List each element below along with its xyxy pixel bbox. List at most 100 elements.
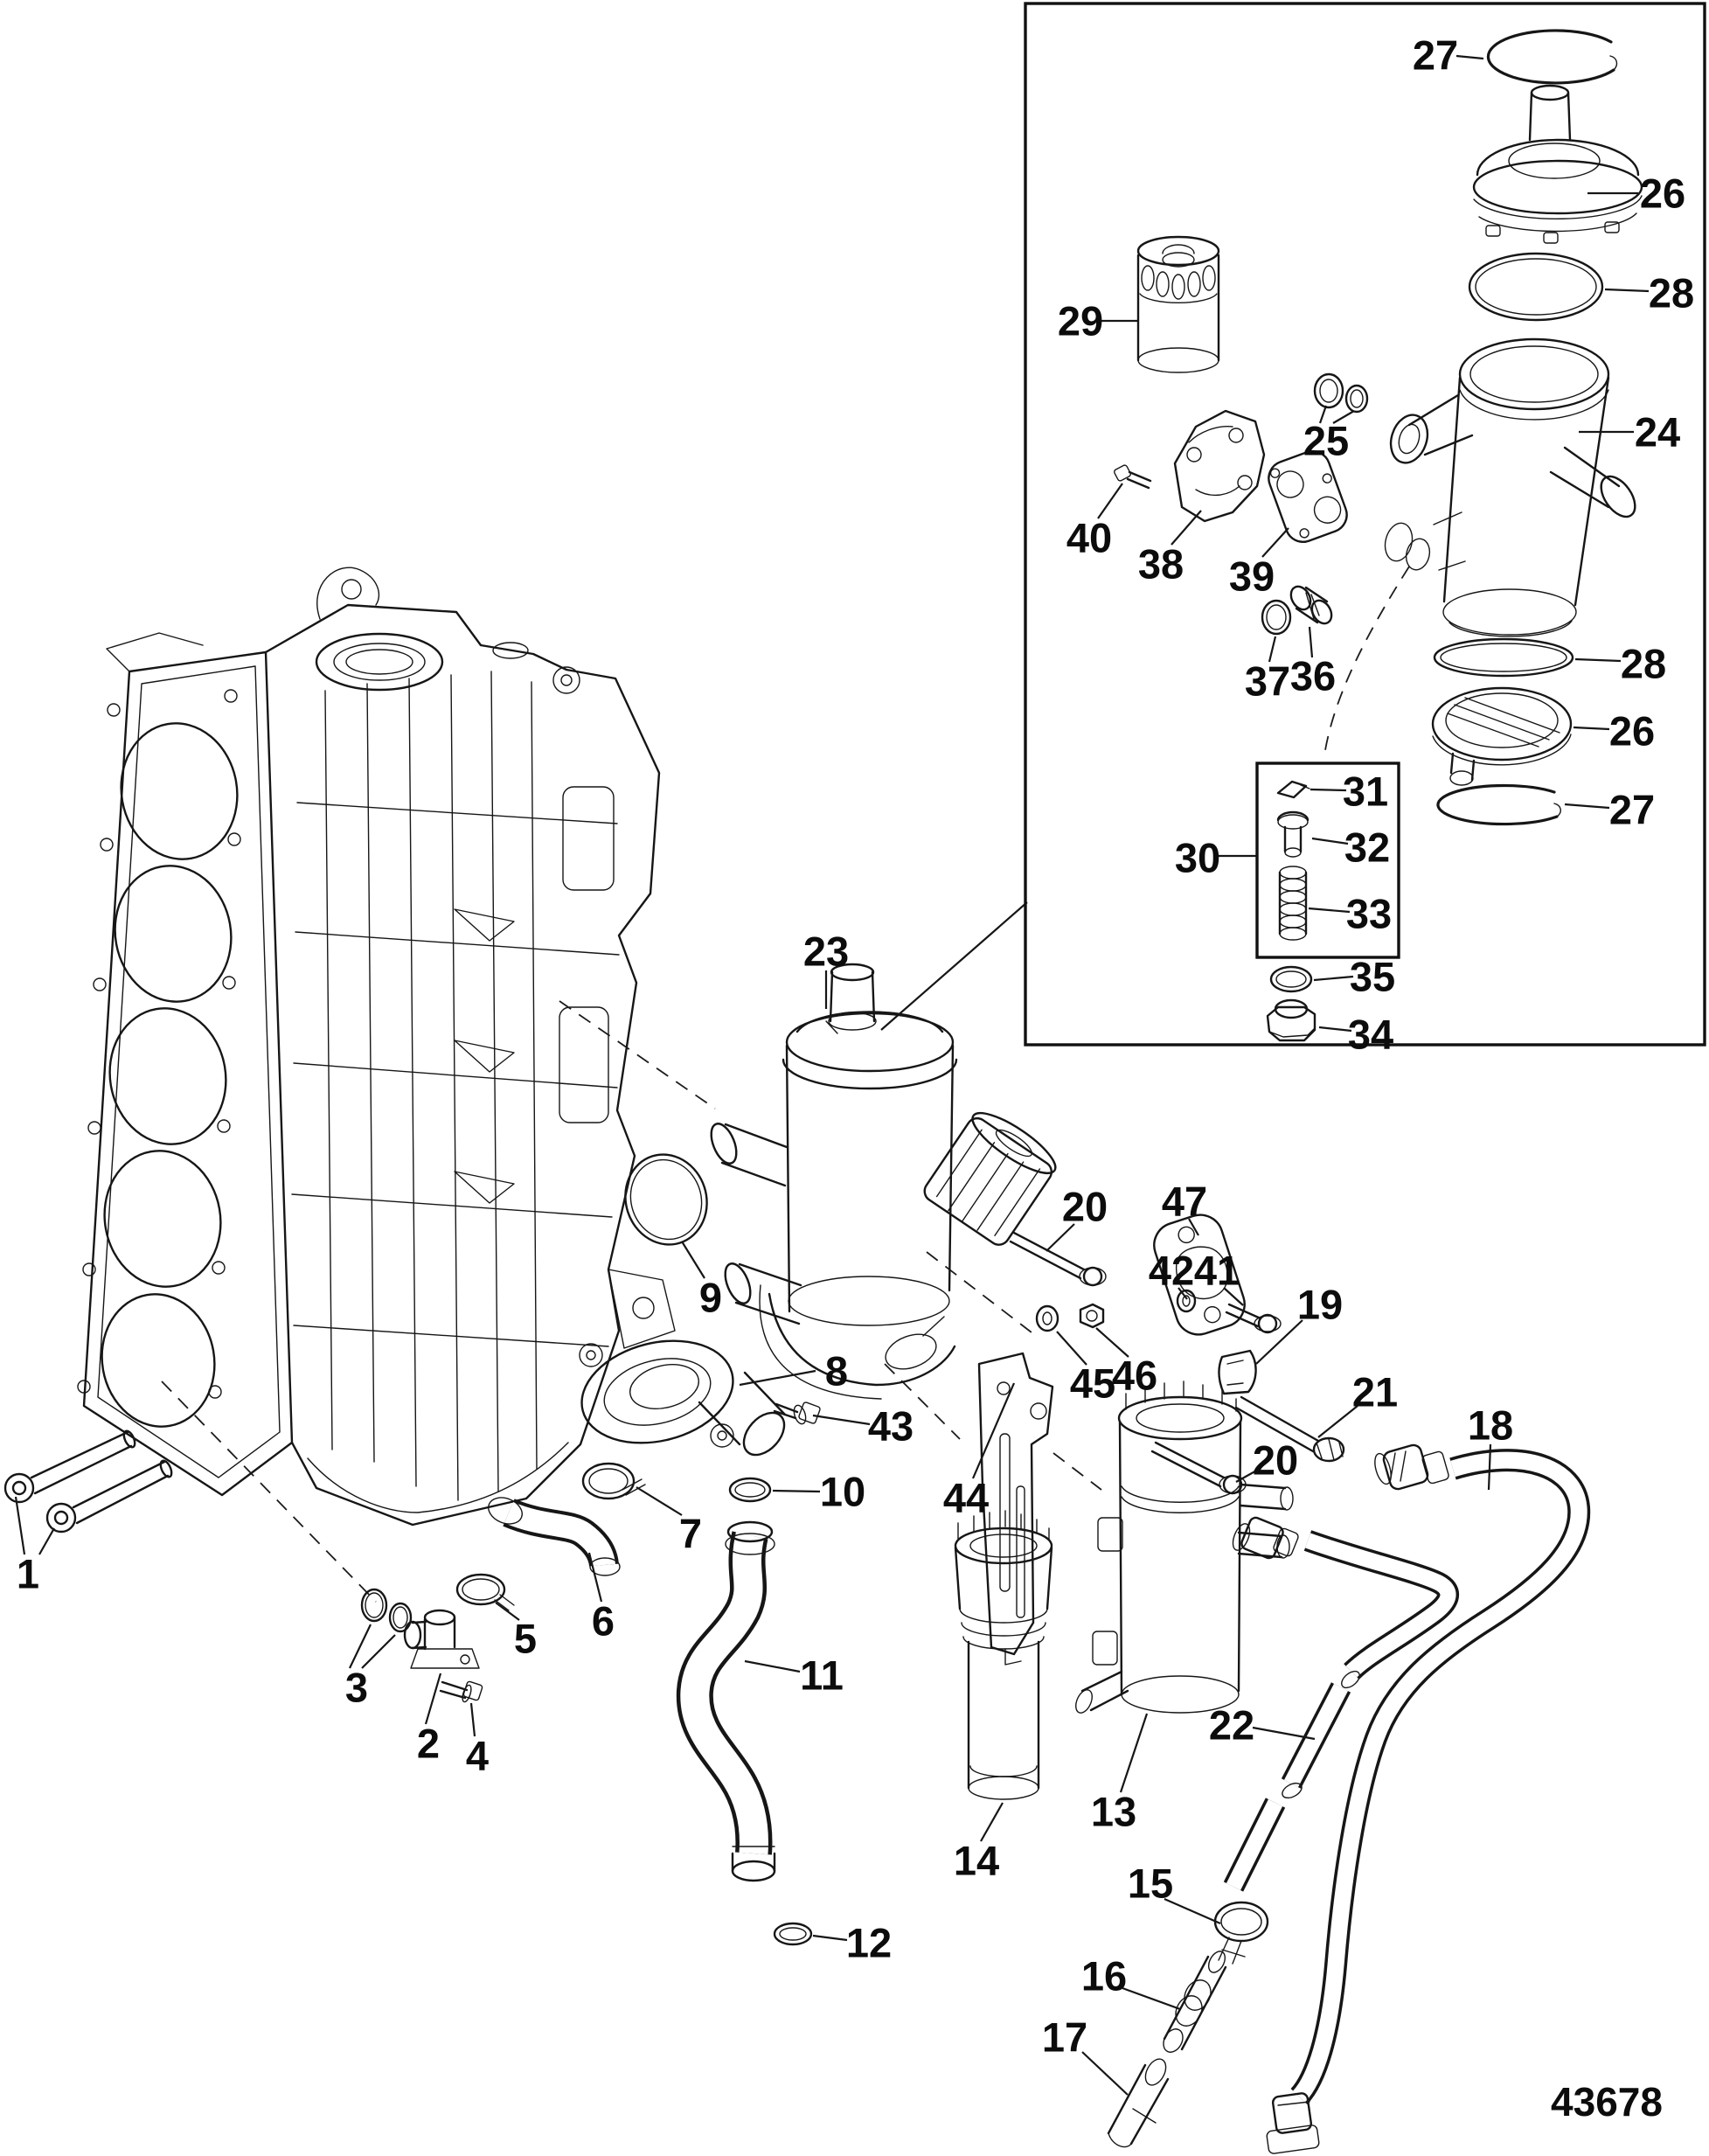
s-hose-drawing [676,1520,776,1882]
callout-4: 4 [466,1733,489,1779]
snap-ring-lower [1436,783,1559,826]
leader-line-4 [469,1702,476,1737]
callout-30: 30 [1175,835,1220,881]
callout-41: 41 [1194,1248,1240,1294]
leader-line-25 [1318,405,1328,424]
callout-17: 17 [1042,2014,1087,2061]
seal-ring-drawing [1261,599,1292,636]
callout-42: 42 [1149,1248,1194,1294]
relief-valve-box [1255,762,1400,959]
o-ring-upper [1468,252,1604,322]
drain-plug-drawing [1266,998,1316,1042]
callout-40: 40 [1066,515,1112,561]
callout-20-upper: 20 [1062,1184,1108,1230]
leader-line-32 [1311,837,1349,845]
filter-adapter-drawing [1173,409,1266,523]
callout-1: 1 [17,1551,39,1597]
mounting-bolts-drawing [3,1429,173,1534]
callout-32: 32 [1344,824,1390,871]
leader-line-15 [1164,1897,1221,1925]
leader-line-12 [812,1934,848,1942]
leader-line-8 [739,1369,816,1387]
drain-fitting-drawing [360,1573,515,1703]
callout-25: 25 [1303,418,1349,464]
fuel-hose-drawing [1266,1443,1591,2154]
leader-line-2 [424,1673,442,1725]
callout-6: 6 [592,1598,615,1645]
oil-filter-drawing [1136,235,1220,373]
callout-28-upper: 28 [1649,270,1694,316]
callout-33: 33 [1346,891,1392,937]
leader-line-28-upper [1604,288,1650,293]
callout-27-upper: 27 [1413,32,1458,79]
oil-cooler-assembly-drawing [710,963,1057,1400]
callout-26-lower: 26 [1609,708,1655,755]
leader-line-14 [980,1802,1004,1842]
callout-13: 13 [1091,1789,1136,1835]
callout-12: 12 [846,1920,892,1966]
leader-line-13 [1119,1713,1149,1793]
callout-38: 38 [1138,541,1184,588]
mounting-bracket-drawing [977,1352,1054,1666]
leader-line-31 [1310,788,1347,792]
callout-15: 15 [1128,1860,1173,1907]
leader-line-11 [744,1659,801,1673]
leader-line-38 [1171,510,1202,546]
leader-line-41 [1223,1287,1244,1306]
leader-line-16 [1122,1986,1181,2011]
callout-36: 36 [1290,653,1336,699]
leader-line-43 [812,1414,871,1426]
callout-39: 39 [1229,553,1275,600]
adapter-gasket-drawing [1268,450,1348,543]
callout-43: 43 [868,1403,914,1450]
leader-line-25 [1332,410,1355,424]
callout-31: 31 [1343,769,1388,815]
leader-line-44 [971,1382,1016,1479]
construction-lines [161,566,1410,1603]
leader-line-22 [1252,1726,1316,1741]
callout-5: 5 [514,1616,537,1662]
leader-line-19 [1255,1319,1303,1365]
leader-line-40 [1097,483,1123,519]
breather-cover-upper [1472,84,1643,244]
leader-line-6 [587,1552,603,1603]
callout-29: 29 [1058,298,1103,344]
callout-37: 37 [1245,658,1290,705]
figure-number: 43678 [1551,2079,1663,2125]
leader-line-45 [1056,1331,1087,1366]
callout-16: 16 [1081,1953,1127,2000]
callout-28-lower: 28 [1621,641,1666,687]
leader-line-3 [349,1624,372,1669]
callout-27-lower: 27 [1609,787,1655,833]
callout-21: 21 [1352,1369,1398,1415]
small-bolt-drawing [1114,464,1152,490]
vent-hose-drawing [1107,1516,1459,2148]
reservoir-canister-drawing [1075,1381,1294,1714]
leader-line-20-lower [1235,1468,1261,1483]
leader-line-34 [1318,1026,1352,1033]
callout-19: 19 [1297,1282,1343,1328]
leader-line-47 [1188,1218,1199,1236]
leader-line-26-lower [1573,726,1610,731]
leader-line-46 [1095,1327,1129,1358]
callout-44: 44 [943,1475,989,1521]
leader-line-42 [1178,1287,1188,1300]
callout-46: 46 [1112,1353,1157,1399]
leader-line-27-lower [1564,803,1610,810]
leader-line-17 [1081,2051,1129,2096]
cooler-canister-drawing [1384,337,1636,637]
water-hose-drawing [488,1462,646,1576]
leader-line-28-lower [1574,657,1622,663]
leader-line-35 [1313,975,1354,982]
callout-20-lower: 20 [1253,1437,1298,1484]
inset-detail-box [1024,2,1706,1047]
callout-14: 14 [954,1838,999,1884]
leader-line-33 [1308,907,1351,914]
callout-45: 45 [1070,1360,1115,1407]
callout-7: 7 [679,1511,702,1557]
leader-line-5 [495,1602,520,1621]
leader-line-1 [14,1496,26,1555]
